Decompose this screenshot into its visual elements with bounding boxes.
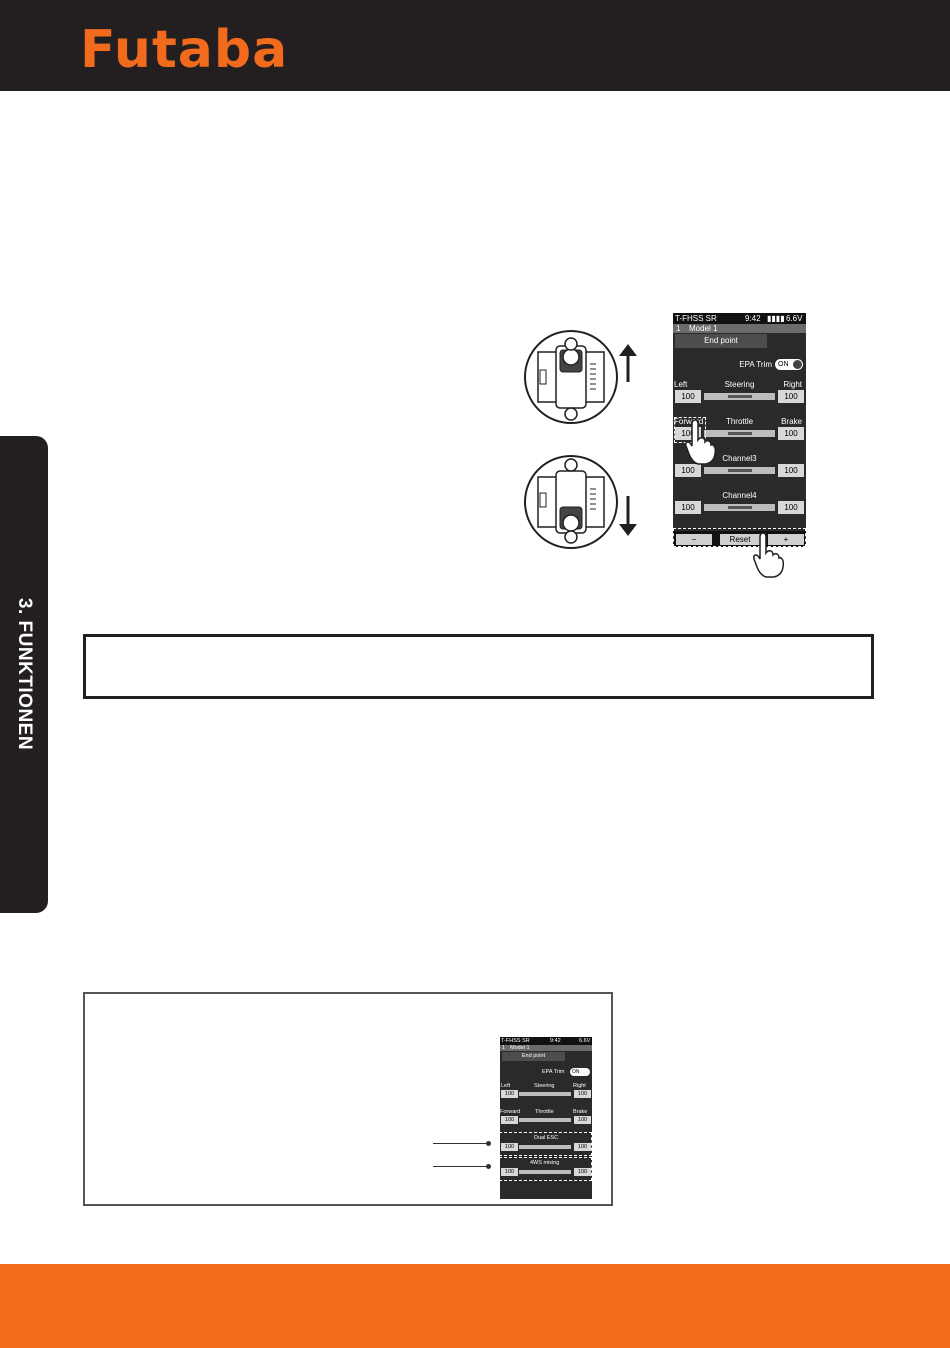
left-value-box[interactable]: 100 <box>675 464 701 477</box>
leader-dot <box>486 1164 491 1169</box>
range-bar <box>704 467 775 474</box>
mini-right-value-box: 100 <box>574 1143 591 1151</box>
left-value-box[interactable]: 100 <box>675 501 701 514</box>
left-value-box[interactable]: 100 <box>675 390 701 403</box>
bottom-button-bar: − Reset + <box>673 531 806 547</box>
info-panel <box>83 992 613 1206</box>
clock: 9:42 <box>745 314 761 323</box>
mini-row-channel-label: Throttle <box>535 1109 554 1115</box>
hand-pointer-icon <box>685 420 717 465</box>
epa-trim-label: EPA Trim <box>739 360 772 369</box>
mini-left-value-box: 100 <box>501 1090 518 1098</box>
mini-model-name: Model 1 <box>510 1045 530 1051</box>
system-label: T-FHSS SR <box>675 314 717 323</box>
range-bar <box>704 430 775 437</box>
mini-screen-title: End point <box>502 1052 565 1061</box>
mini-epa-trim-label: EPA Trim <box>542 1069 565 1075</box>
mini-epa-trim-toggle[interactable]: ON <box>570 1068 590 1076</box>
leader-dot <box>486 1141 491 1146</box>
futaba-logo: Futaba <box>80 20 289 80</box>
row-channel-label: Throttle <box>725 417 754 426</box>
channel-row-channel3: Channel3 100 100 <box>673 454 806 484</box>
chapter-label: 3. FUNKTIONEN <box>14 597 35 751</box>
mini-system-label: T-FHSS SR <box>501 1038 530 1044</box>
mini-row-right-label: Brake <box>573 1109 588 1115</box>
model-number: 1 <box>676 324 681 333</box>
mini-model-bar: 1 Model 1 <box>500 1045 592 1051</box>
reset-button[interactable]: Reset <box>720 534 760 545</box>
row-right-label: Brake <box>781 417 802 426</box>
hand-pointer-icon <box>753 533 785 578</box>
model-bar: 1 Model 1 <box>673 324 806 333</box>
arrow-down-icon <box>619 496 637 536</box>
mini-row-channel-label: Steering <box>534 1083 555 1089</box>
row-left-label: Left <box>674 380 688 389</box>
mini-row-left-label: Left <box>501 1083 511 1089</box>
epa-trim-toggle[interactable]: ON <box>775 359 803 370</box>
row-channel-label: Channel4 <box>722 491 757 500</box>
mini-row-right-label: Right <box>573 1083 586 1089</box>
arrow-up-icon <box>619 344 637 382</box>
mini-right-value-box: 100 <box>574 1090 591 1098</box>
mini-range-bar <box>519 1170 571 1174</box>
channel-row-channel4: Channel4 100 100 <box>673 491 806 521</box>
range-bar <box>704 393 775 400</box>
mini-row-channel-label: Dual ESC <box>534 1135 559 1141</box>
range-bar <box>704 504 775 511</box>
mini-range-bar <box>519 1145 571 1149</box>
mini-range-bar <box>519 1092 571 1096</box>
mini-right-value-box: 100 <box>574 1116 591 1124</box>
mini-left-value-box: 100 <box>501 1116 518 1124</box>
mini-row-left-label: Forward <box>500 1109 521 1115</box>
mini-end-point-screen: T-FHSS SR 9:42 6.6V 1 Model 1 End point … <box>500 1037 592 1199</box>
mini-row-channel-label: 4WS mixing <box>530 1160 560 1166</box>
screen-title: End point <box>675 334 767 348</box>
mini-highlight-dual-esc <box>500 1132 592 1156</box>
status-bar: T-FHSS SR 9:42 ▮▮▮▮ 6.6V <box>673 313 806 324</box>
model-name: Model 1 <box>689 324 718 333</box>
page-header: Futaba <box>0 0 950 91</box>
row-left-label: Forward <box>674 417 704 426</box>
battery-icon: ▮▮▮▮ <box>767 314 785 323</box>
servo-illustration-down <box>524 455 618 549</box>
minus-button[interactable]: − <box>676 534 712 545</box>
mini-left-value-box: 100 <box>501 1168 518 1176</box>
row-right-label: Right <box>783 380 802 389</box>
page-footer <box>0 1264 950 1348</box>
channel-row-steering: Left Steering Right 100 100 <box>673 380 806 410</box>
mini-left-value-box: 100 <box>501 1143 518 1151</box>
mini-status-bar: T-FHSS SR 9:42 6.6V <box>500 1037 592 1045</box>
mini-clock: 9:42 <box>550 1038 561 1044</box>
mini-right-value-box: 100 <box>574 1168 591 1176</box>
right-value-box[interactable]: 100 <box>778 501 804 514</box>
notice-box <box>83 634 874 699</box>
mini-range-bar <box>519 1118 571 1122</box>
right-value-box[interactable]: 100 <box>778 390 804 403</box>
chapter-side-tab: 3. FUNKTIONEN <box>0 436 48 913</box>
row-channel-label: Steering <box>724 380 755 389</box>
plus-button[interactable]: + <box>768 534 804 545</box>
leader-line-dual-esc <box>433 1143 488 1144</box>
row-channel-label: Channel3 <box>722 454 757 463</box>
leader-line-4ws <box>433 1166 488 1167</box>
voltage: 6.6V <box>786 314 803 323</box>
right-value-box[interactable]: 100 <box>778 427 804 440</box>
mini-voltage: 6.6V <box>579 1038 591 1044</box>
mini-highlight-4ws <box>500 1157 592 1181</box>
button-bar-highlight <box>673 528 806 547</box>
servo-illustration-up <box>524 330 618 424</box>
right-value-box[interactable]: 100 <box>778 464 804 477</box>
mini-model-number: 1 <box>502 1045 506 1051</box>
